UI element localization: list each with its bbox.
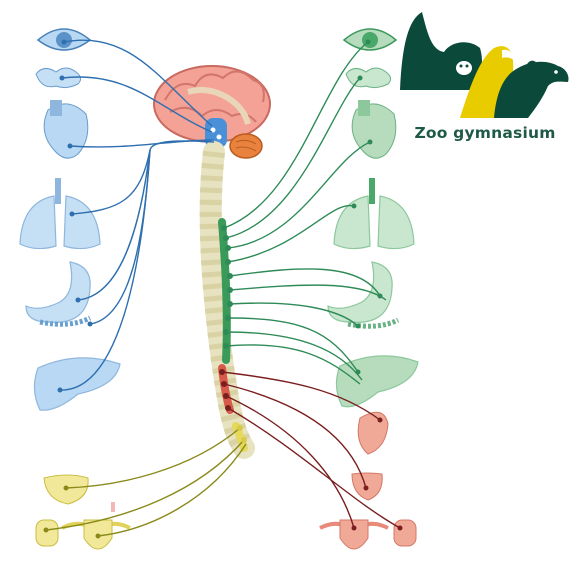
marker <box>111 502 115 512</box>
liver-icon <box>336 356 418 407</box>
salivary-gland-icon <box>36 68 81 88</box>
brand-name: Zoo gymnasium <box>398 124 572 142</box>
eye-icon <box>344 29 396 50</box>
salivary-gland-icon <box>346 68 391 88</box>
heart-icon <box>44 100 88 158</box>
reproductive-organs-icon <box>320 520 416 549</box>
bladder-icon <box>358 412 388 454</box>
brand-logo: Zoo gymnasium <box>398 6 572 148</box>
spinal-cord-icon <box>211 152 244 448</box>
stomach-icon <box>26 262 90 324</box>
lungs-icon <box>20 178 100 249</box>
liver-icon <box>34 358 120 410</box>
lungs-icon <box>334 178 414 249</box>
